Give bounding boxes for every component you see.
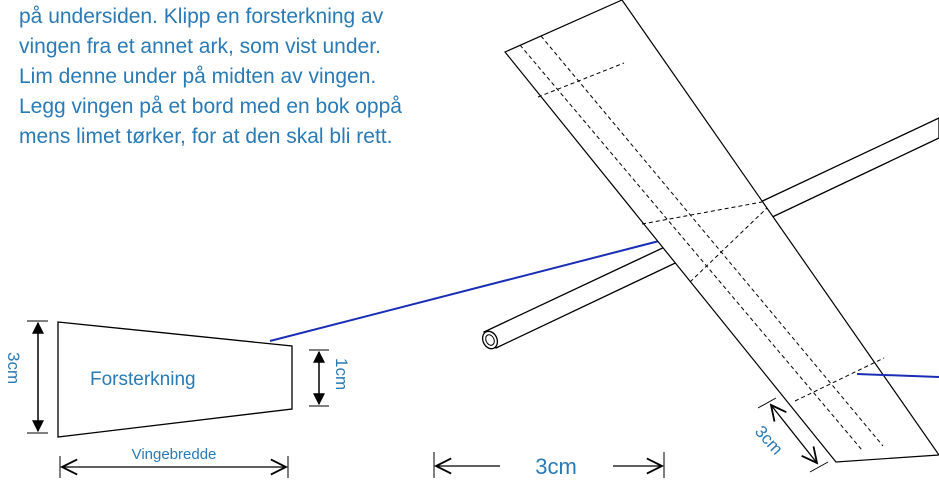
wing bbox=[504, 0, 939, 463]
fold-line bbox=[540, 35, 884, 447]
wing-dimension-label: 3cm bbox=[751, 422, 787, 459]
leader-line bbox=[269, 229, 703, 342]
instruction-line: Legg vingen på et bord med en bok oppå bbox=[19, 95, 402, 118]
instruction-line: vingen fra et annet ark, som vist under. bbox=[19, 35, 381, 58]
instruction-line: på undersiden. Klipp en forsterkning av bbox=[19, 5, 384, 28]
cut-line bbox=[537, 62, 625, 98]
cut-line bbox=[641, 201, 763, 225]
straw-dimension-label: 3cm bbox=[535, 454, 577, 479]
reinforcement-outline bbox=[57, 321, 293, 438]
height-dimension-left: 3cm bbox=[4, 320, 48, 434]
instruction-text: på undersiden. Klipp en forsterkning av … bbox=[19, 2, 519, 152]
straw-hole bbox=[485, 334, 495, 346]
instruction-line: mens limet tørker, for at den skal bli r… bbox=[19, 125, 393, 148]
wing-dimension-arrow bbox=[771, 405, 817, 463]
wing-width-label: Vingebredde bbox=[132, 446, 217, 463]
height-right-label: 1cm bbox=[332, 358, 351, 390]
reinforcement-piece: Forsterkning bbox=[57, 321, 293, 438]
leader-line bbox=[856, 373, 939, 378]
instruction-line: Lim denne under på midten av vingen. bbox=[19, 65, 377, 88]
cut-line bbox=[689, 207, 768, 283]
width-dimension: Vingebredde bbox=[59, 446, 289, 478]
height-dimension-right: 1cm bbox=[309, 349, 351, 407]
height-left-label: 3cm bbox=[4, 352, 23, 384]
straw-dimension: 3cm bbox=[433, 452, 665, 479]
cut-line bbox=[794, 357, 885, 402]
reinforcement-label: Forsterkning bbox=[90, 369, 196, 390]
wing-outline bbox=[504, 0, 939, 463]
fold-line bbox=[519, 44, 863, 451]
